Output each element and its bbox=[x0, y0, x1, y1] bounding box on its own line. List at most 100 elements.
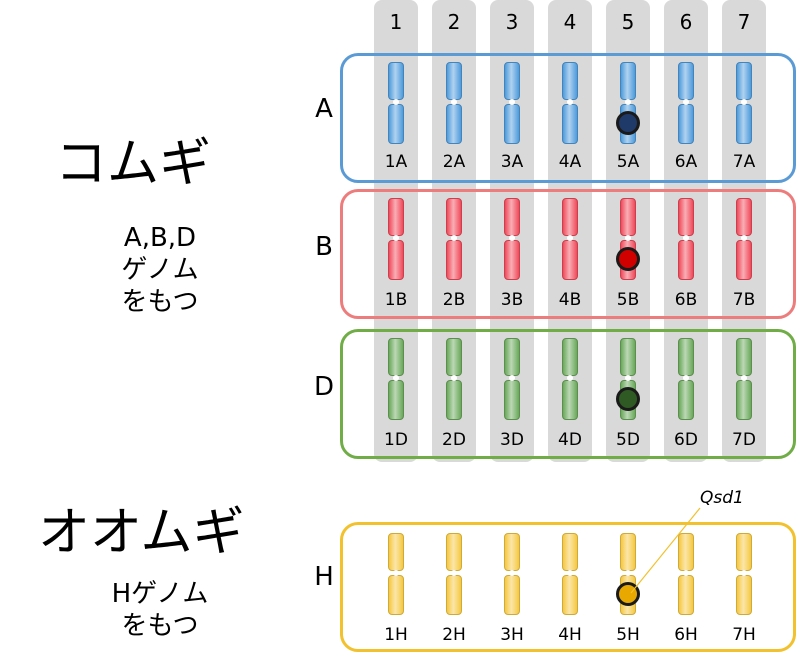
wheat-desc-line: ゲノム bbox=[121, 255, 199, 285]
chromosome-arm-long bbox=[736, 575, 752, 615]
centromere bbox=[625, 235, 631, 241]
genome-label-b: B bbox=[315, 232, 333, 262]
chromosome-arm-short bbox=[504, 62, 520, 100]
chromosome-arm-long bbox=[736, 240, 752, 280]
chromosome-arm-long bbox=[388, 575, 404, 615]
qsd1-gene-label: Qsd1 bbox=[700, 488, 744, 508]
chromosome-arm-short bbox=[620, 198, 636, 236]
chromosome-label: 5A bbox=[616, 152, 640, 172]
chromosome-arm-short bbox=[678, 533, 694, 571]
chromosome-arm-long bbox=[446, 104, 462, 144]
chromosome-arm-long bbox=[678, 380, 694, 420]
chromosome-label: 2D bbox=[442, 430, 466, 450]
chromosome-label: 4D bbox=[558, 430, 582, 450]
genome-box-b bbox=[340, 189, 796, 319]
chromosome-arm-long bbox=[678, 104, 694, 144]
chromosome-arm-short bbox=[446, 338, 462, 376]
chromosome-label: 6A bbox=[674, 152, 698, 172]
chromosome-arm-short bbox=[388, 62, 404, 100]
chromosome-arm-long bbox=[504, 240, 520, 280]
chromosome-label: 1B bbox=[384, 290, 408, 310]
centromere bbox=[683, 570, 689, 576]
chromosome-label: 4H bbox=[558, 625, 582, 645]
chromosome-label: 4A bbox=[558, 152, 582, 172]
species-name-wheat: コムギ bbox=[55, 134, 212, 194]
chromosome-label: 7B bbox=[732, 290, 756, 310]
chromosome-arm-long bbox=[562, 380, 578, 420]
chromosome-label: 2A bbox=[442, 152, 466, 172]
centromere bbox=[567, 375, 573, 381]
column-number: 3 bbox=[505, 10, 519, 34]
genome-box-d bbox=[340, 329, 796, 459]
chromosome-arm-short bbox=[620, 338, 636, 376]
centromere bbox=[393, 99, 399, 105]
chromosome-arm-short bbox=[504, 198, 520, 236]
chromosome-label: 3B bbox=[500, 290, 524, 310]
chromosome-label: 3H bbox=[500, 625, 524, 645]
chromosome-arm-long bbox=[446, 380, 462, 420]
centromere bbox=[451, 235, 457, 241]
qsd1-locus-marker bbox=[616, 247, 640, 271]
centromere bbox=[393, 375, 399, 381]
qsd1-locus-marker bbox=[616, 111, 640, 135]
centromere bbox=[625, 375, 631, 381]
genome-label-d: D bbox=[313, 372, 335, 402]
barley-desc-line: をもつ bbox=[121, 611, 199, 641]
chromosome-label: 2B bbox=[442, 290, 466, 310]
centromere bbox=[625, 99, 631, 105]
centromere bbox=[567, 99, 573, 105]
genome-box-h bbox=[340, 522, 796, 652]
genome-box-a bbox=[340, 53, 796, 183]
chromosome-label: 1H bbox=[384, 625, 408, 645]
chromosome-label: 6D bbox=[674, 430, 698, 450]
chromosome-arm-long bbox=[504, 575, 520, 615]
centromere bbox=[567, 570, 573, 576]
barley-desc-line: Hゲノム bbox=[111, 579, 209, 609]
chromosome-arm-short bbox=[678, 338, 694, 376]
chromosome-arm-short bbox=[620, 533, 636, 571]
chromosome-arm-short bbox=[446, 62, 462, 100]
chromosome-arm-short bbox=[562, 198, 578, 236]
centromere bbox=[741, 375, 747, 381]
genome-label-h: H bbox=[314, 562, 334, 592]
chromosome-label: 7H bbox=[732, 625, 756, 645]
chromosome-label: 7A bbox=[732, 152, 756, 172]
centromere bbox=[683, 235, 689, 241]
qsd1-locus-marker bbox=[616, 387, 640, 411]
chromosome-arm-short bbox=[504, 338, 520, 376]
chromosome-arm-long bbox=[736, 380, 752, 420]
wheat-desc-line: をもつ bbox=[121, 287, 199, 317]
chromosome-arm-long bbox=[504, 380, 520, 420]
centromere bbox=[509, 570, 515, 576]
chromosome-arm-short bbox=[736, 533, 752, 571]
chromosome-label: 6H bbox=[674, 625, 698, 645]
centromere bbox=[451, 99, 457, 105]
chromosome-arm-short bbox=[562, 338, 578, 376]
chromosome-label: 3A bbox=[500, 152, 524, 172]
chromosome-arm-long bbox=[562, 240, 578, 280]
chromosome-arm-long bbox=[562, 575, 578, 615]
chromosome-arm-long bbox=[388, 104, 404, 144]
chromosome-label: 5H bbox=[616, 625, 640, 645]
centromere bbox=[509, 235, 515, 241]
centromere bbox=[741, 235, 747, 241]
species-desc-wheat: A,B,D ゲノム をもつ bbox=[60, 222, 260, 318]
chromosome-arm-long bbox=[446, 575, 462, 615]
qsd1-locus-marker bbox=[616, 582, 640, 606]
chromosome-label: 7D bbox=[732, 430, 756, 450]
wheat-desc-line: A,B,D bbox=[123, 223, 197, 253]
chromosome-arm-long bbox=[504, 104, 520, 144]
centromere bbox=[683, 99, 689, 105]
chromosome-arm-short bbox=[562, 533, 578, 571]
chromosome-arm-short bbox=[388, 338, 404, 376]
chromosome-label: 4B bbox=[558, 290, 582, 310]
centromere bbox=[741, 99, 747, 105]
chromosome-label: 1A bbox=[384, 152, 408, 172]
chromosome-arm-short bbox=[736, 62, 752, 100]
column-number: 1 bbox=[389, 10, 403, 34]
column-number: 4 bbox=[563, 10, 577, 34]
column-number: 2 bbox=[447, 10, 461, 34]
chromosome-arm-long bbox=[562, 104, 578, 144]
centromere bbox=[567, 235, 573, 241]
chromosome-arm-short bbox=[388, 533, 404, 571]
